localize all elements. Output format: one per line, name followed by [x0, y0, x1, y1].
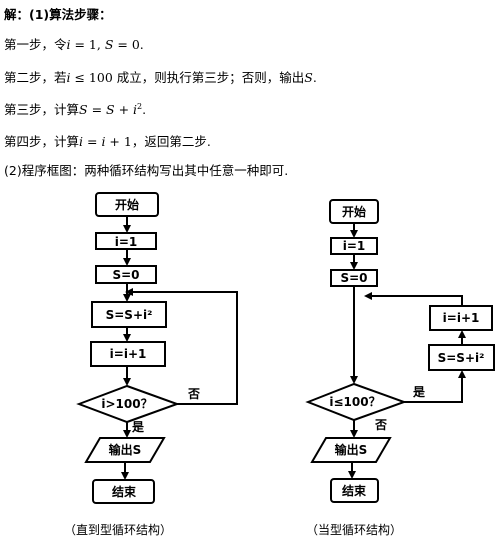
left-init-s-label: S=0 — [112, 268, 139, 282]
left-sum-label: S=S+i² — [106, 308, 153, 322]
left-output-label: 输出S — [109, 442, 142, 457]
right-yes-path — [404, 370, 466, 403]
part2-text: (2)程序框图：两种循环结构写出其中任意一种即可. — [4, 163, 289, 178]
var-s: S — [104, 37, 114, 52]
left-inc-label: i=i+1 — [110, 347, 147, 361]
right-labels: 开始 i=1 S=0 i=i+1 S=S+i² i≤100？ 是 否 输出S 结… — [329, 204, 484, 498]
eq-s-0: = 0. — [113, 37, 144, 52]
step2-label: 第二步，若 — [4, 70, 67, 85]
right-init-s-label: S=0 — [340, 271, 367, 285]
right-output-label: 输出S — [335, 442, 368, 457]
left-flowchart — [76, 192, 238, 504]
right-end-label: 结束 — [342, 483, 367, 498]
right-init-i-label: i=1 — [343, 239, 366, 253]
left-output — [84, 437, 166, 463]
var-i: i — [101, 134, 106, 149]
left-init-i-label: i=1 — [115, 235, 138, 249]
period: . — [142, 102, 147, 117]
var-s: S — [106, 102, 115, 117]
text-line-5: 第四步，计算i = i + 1，返回第二步. — [4, 131, 211, 150]
right-cond-label: i≤100？ — [329, 395, 380, 409]
exponent: 2 — [137, 101, 143, 111]
left-start-label: 开始 — [115, 197, 139, 212]
left-yes-label: 是 — [131, 420, 145, 434]
equals: = — [83, 134, 102, 149]
step2-text: 成立，则执行第三步；否则，输出 — [116, 70, 305, 85]
var-i: i — [79, 134, 84, 149]
text-line-4: 第三步，计算S = S + i2. — [4, 99, 146, 118]
var-s: S — [79, 102, 88, 117]
eq-i-1: = 1, — [70, 37, 105, 52]
step4-label: 第四步，计算 — [4, 134, 80, 149]
var-i: i — [66, 70, 71, 85]
right-caption: （当型循环结构） — [306, 523, 403, 537]
right-loop-back — [364, 292, 463, 306]
left-cond-label: i>100？ — [101, 397, 152, 411]
step3-label: 第三步，计算 — [4, 102, 80, 117]
left-end-box — [92, 479, 155, 504]
right-start-label: 开始 — [342, 204, 366, 219]
text-line-2: 第一步，令i = 1, S = 0. — [4, 34, 144, 53]
left-sum-box — [91, 301, 167, 328]
var-i: i — [66, 37, 71, 52]
text-line-6: (2)程序框图：两种循环结构写出其中任意一种即可. — [4, 160, 288, 179]
right-no-label: 否 — [374, 418, 387, 432]
plus: + — [114, 102, 134, 117]
step1-label: 第一步，令 — [4, 37, 67, 52]
right-yes-label: 是 — [412, 385, 426, 399]
left-loop-back — [125, 288, 238, 405]
var-i: i — [133, 102, 138, 117]
left-labels: 开始 i=1 S=0 S=S+i² i=i+1 i>100？ 否 是 输出S 结… — [101, 197, 200, 499]
left-no-label: 否 — [187, 387, 200, 401]
right-end-box — [330, 478, 379, 503]
plus-one: + 1 — [105, 134, 132, 149]
right-flowchart — [305, 199, 495, 503]
right-inc-label: i=i+1 — [443, 311, 480, 325]
left-caption: （直到型循环结构） — [64, 523, 173, 537]
right-sum-label: S=S+i² — [438, 351, 485, 365]
right-output — [310, 437, 392, 463]
answer-heading: 解：(1)算法步骤： — [4, 7, 112, 22]
text-line-1: 解：(1)算法步骤： — [4, 4, 112, 23]
right-sum-box — [428, 344, 495, 371]
step4-text: ，返回第二步. — [131, 134, 211, 149]
left-end-label: 结束 — [112, 484, 137, 499]
var-s: S — [304, 70, 313, 85]
text-line-3: 第二步，若i ≤ 100 成立，则执行第三步；否则，输出S. — [4, 67, 317, 86]
equals: = — [87, 102, 107, 117]
period: . — [312, 70, 317, 85]
condition: ≤ 100 — [70, 70, 117, 85]
